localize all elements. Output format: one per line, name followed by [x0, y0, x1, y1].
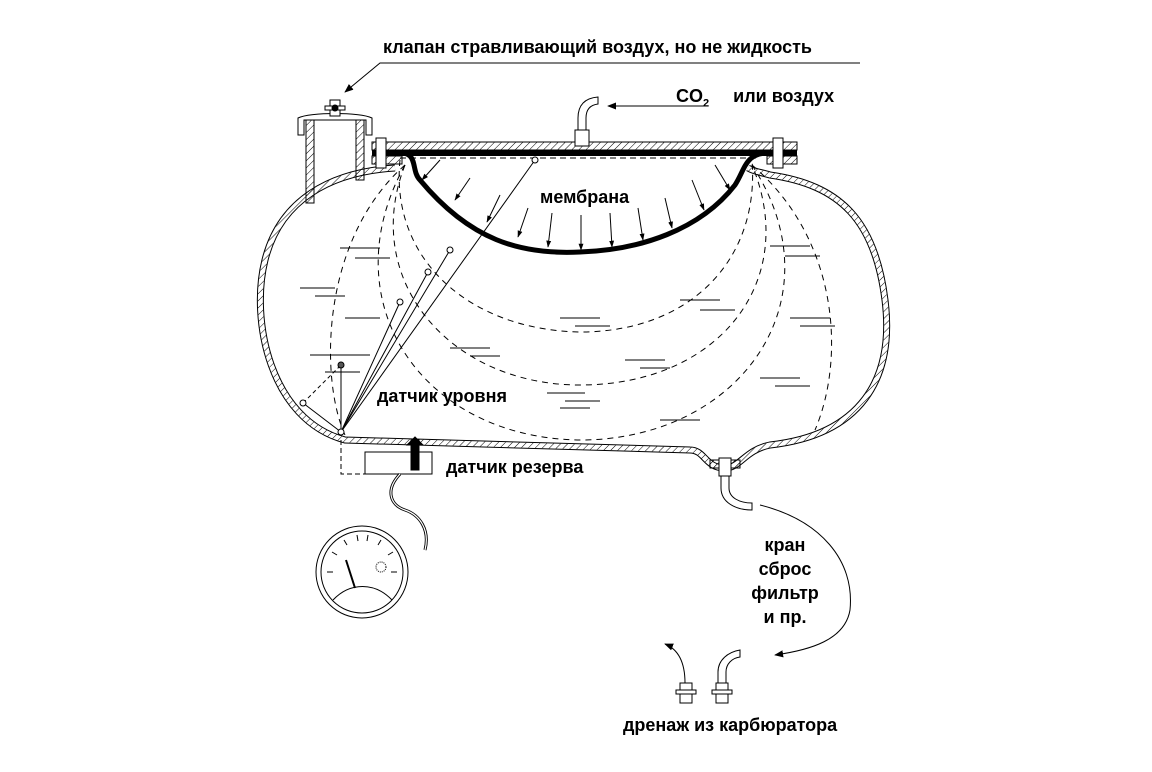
pressure-arrows [421, 159, 731, 251]
gas-inlet-formula: CO [676, 86, 703, 106]
outlet-label-line: кран [764, 535, 806, 555]
tank-shell [256, 164, 891, 472]
outlet-flow-arrow [759, 504, 851, 658]
vent-valve-label: клапан стравливающий воздух, но не жидко… [383, 37, 812, 57]
reserve-sensor [340, 436, 433, 475]
reserve-sensor-label: датчик резерва [446, 457, 584, 477]
outlet-label-line: сброс [758, 559, 812, 579]
gas-inlet-alt: или воздух [733, 86, 835, 106]
vent-valve [297, 99, 373, 204]
carb-drain-label: дренаж из карбюратора [623, 715, 838, 735]
gas-inlet-label: CO2 или воздух [676, 87, 834, 110]
outlet-label-line: фильтр [751, 583, 819, 603]
carb-drain-fittings [664, 643, 741, 704]
fuel-gauge [315, 525, 409, 619]
outlet-label: кран сброс фильтр и пр. [745, 533, 825, 629]
liquid-dashes [300, 245, 835, 421]
level-sensor-label: датчик уровня [377, 386, 507, 406]
membrane-positions [330, 159, 833, 441]
bottom-outlet [709, 457, 753, 511]
outlet-label-line: и пр. [763, 607, 807, 627]
leader-lines [344, 62, 860, 110]
level-sensor-linkage [299, 156, 539, 436]
gas-inlet-pipe [574, 96, 599, 147]
membrane-label: мембрана [540, 187, 630, 207]
membrane [394, 150, 771, 255]
gas-inlet-subscript: 2 [703, 97, 710, 110]
